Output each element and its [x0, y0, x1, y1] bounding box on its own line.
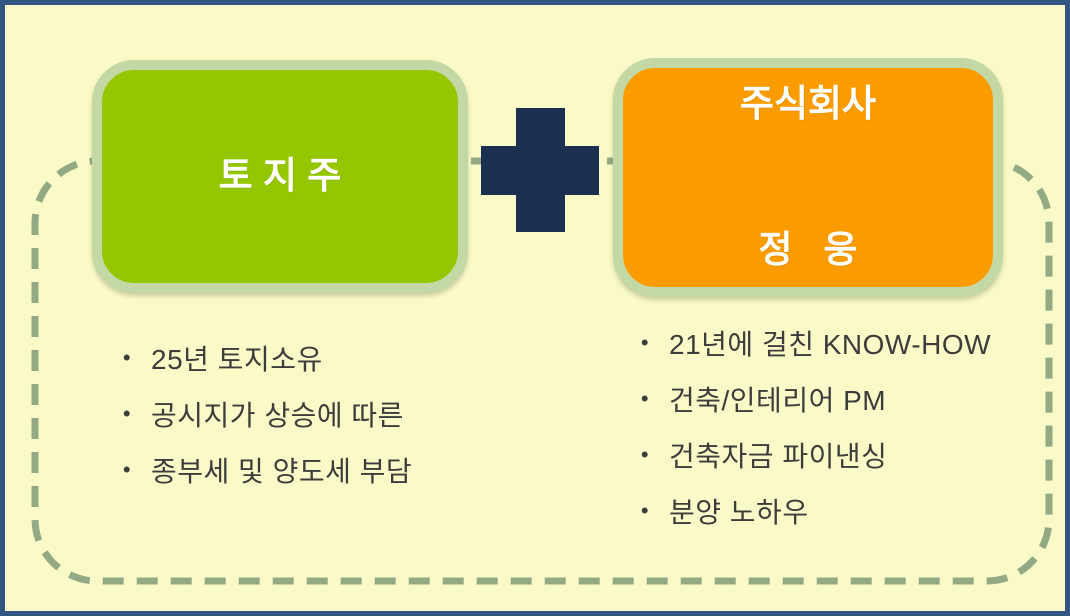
list-item: • 종부세 및 양도세 부담 — [116, 442, 412, 498]
bullet-icon: • — [640, 330, 650, 355]
list-item: • 공시지가 상승에 따른 — [116, 386, 412, 442]
list-item: • 건축자금 파이낸싱 — [634, 427, 991, 483]
bullet-icon: • — [640, 442, 650, 467]
bullet-icon: • — [122, 457, 132, 482]
bullet-icon: • — [640, 498, 650, 523]
company-box-title-line1: 주식회사 — [739, 82, 877, 124]
plus-icon-horizontal-bar — [481, 146, 599, 195]
company-box: 주식회사 정 웅 — [613, 58, 1003, 297]
company-box-title: 주식회사 정 웅 — [739, 5, 877, 373]
list-item-text: 건축자금 파이낸싱 — [669, 441, 888, 472]
list-item-text: 분양 노하우 — [669, 497, 809, 528]
list-item: • 건축/인테리어 PM — [634, 371, 991, 427]
bullet-icon: • — [640, 386, 650, 411]
landowner-box: 토 지 주 — [92, 60, 468, 293]
company-bullet-list: • 21년에 걸친 KNOW-HOW • 건축/인테리어 PM • 건축자금 파… — [634, 315, 991, 539]
bullet-icon: • — [122, 345, 132, 370]
list-item-text: 21년에 걸친 KNOW-HOW — [669, 329, 992, 360]
list-item-text: 건축/인테리어 PM — [669, 385, 887, 416]
list-item-text: 종부세 및 양도세 부담 — [151, 456, 413, 487]
bullet-icon: • — [122, 401, 132, 426]
plus-icon — [481, 108, 599, 232]
list-item: • 25년 토지소유 — [116, 330, 412, 386]
list-item-text: 공시지가 상승에 따른 — [151, 400, 404, 431]
landowner-bullet-list: • 25년 토지소유 • 공시지가 상승에 따른 • 종부세 및 양도세 부담 — [116, 330, 412, 498]
list-item-text: 25년 토지소유 — [151, 344, 323, 375]
company-box-title-line2: 정 웅 — [758, 229, 858, 271]
landowner-box-title: 토 지 주 — [218, 155, 342, 197]
list-item: • 21년에 걸친 KNOW-HOW — [634, 315, 991, 371]
list-item: • 분양 노하우 — [634, 483, 991, 539]
